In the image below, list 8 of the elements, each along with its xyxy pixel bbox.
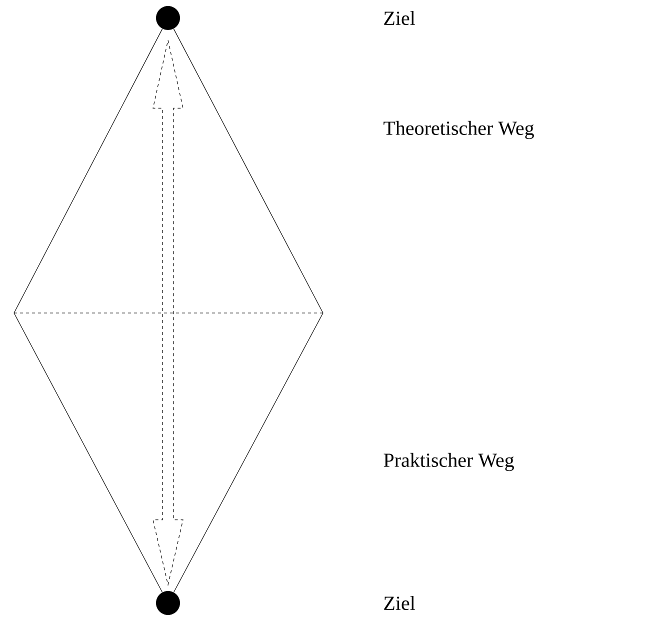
line [14, 28, 163, 593]
dot [156, 591, 180, 615]
label: Ziel [384, 596, 416, 610]
dot [156, 6, 180, 30]
label: Praktischer Weg [384, 452, 514, 472]
label: Theoretischer Weg [384, 120, 534, 140]
line [173, 28, 324, 593]
label: Ziel [384, 10, 416, 26]
